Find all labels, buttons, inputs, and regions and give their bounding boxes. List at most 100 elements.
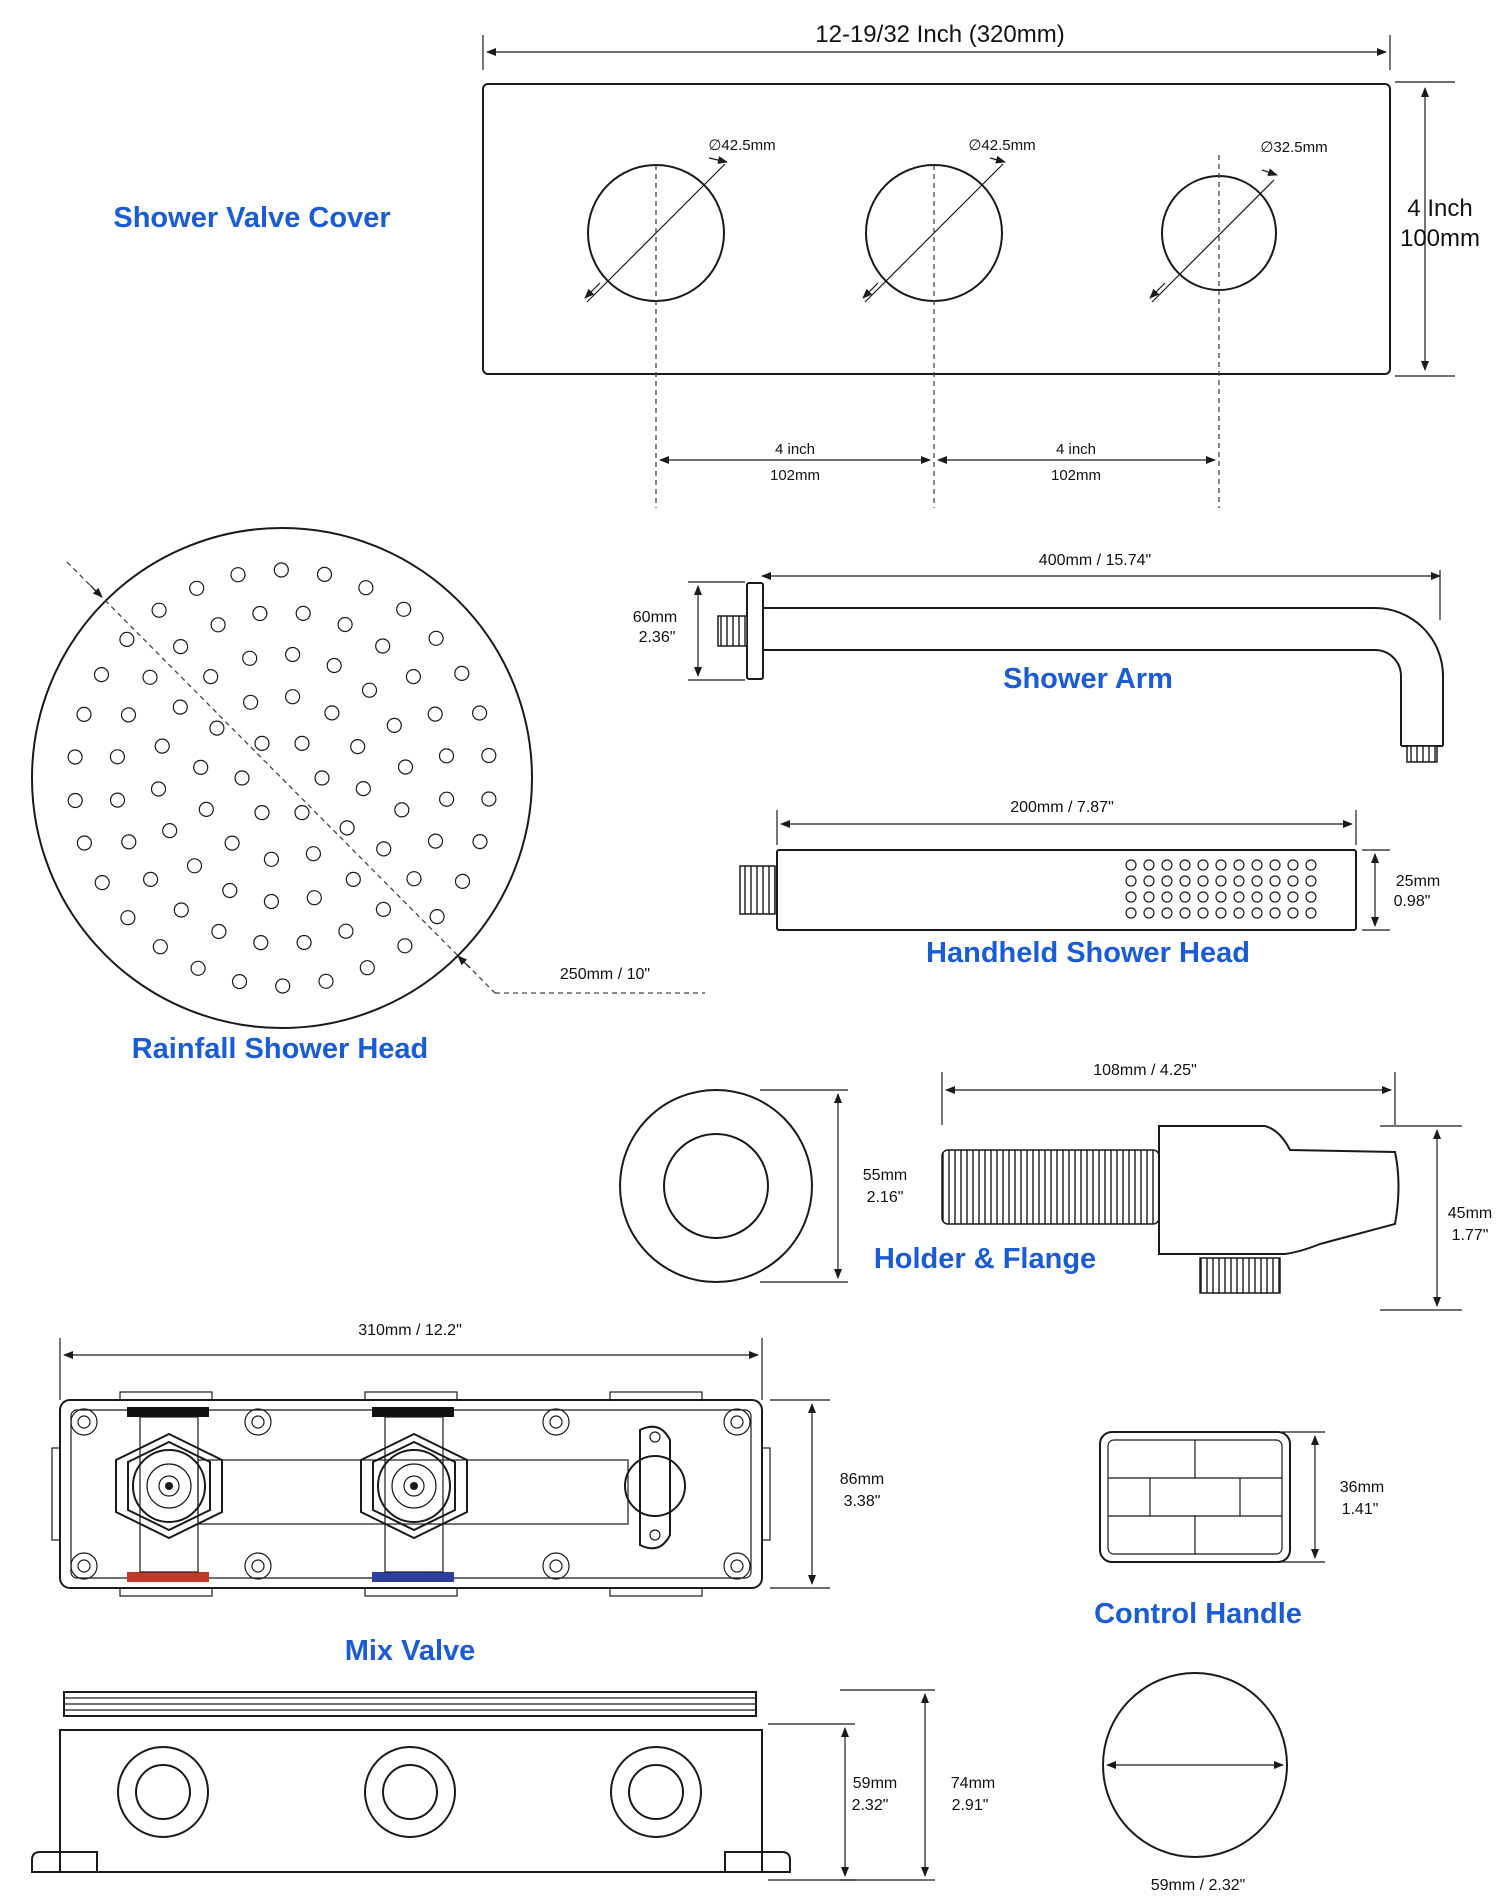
- rainfall-nozzle: [252, 605, 268, 622]
- rainfall-nozzle: [361, 682, 378, 698]
- rainfall-nozzle: [318, 973, 334, 989]
- handheld-nozzle: [1161, 907, 1173, 919]
- rainfall-nozzle: [76, 835, 93, 851]
- arm-length-label: 400mm / 15.74": [1039, 552, 1151, 569]
- rainfall-diameter-label: 250mm / 10": [560, 966, 650, 983]
- handle-height-in: 1.41": [1342, 1501, 1379, 1518]
- handheld-nozzle: [1233, 891, 1245, 903]
- rainfall-nozzle: [454, 873, 471, 890]
- rainfall-nozzle: [189, 580, 205, 596]
- hole-3-diameter: ∅32.5mm: [1260, 139, 1327, 156]
- handheld-nozzle: [1251, 891, 1263, 903]
- rainfall-nozzle: [120, 707, 137, 723]
- handheld-nozzle: [1179, 891, 1191, 903]
- mix-valve-title: Mix Valve: [345, 1635, 476, 1667]
- rainfall-nozzle: [427, 833, 444, 849]
- rainfall-nozzle: [481, 791, 497, 807]
- rainfall-nozzle: [143, 871, 159, 888]
- rainfall-nozzle: [211, 923, 227, 940]
- valve-depth2-mm: 74mm: [951, 1775, 995, 1792]
- handle-side-view: [1099, 1431, 1291, 1563]
- handheld-nozzle: [1215, 859, 1227, 871]
- handheld-nozzle: [1287, 859, 1299, 871]
- rainfall-nozzle: [295, 605, 311, 622]
- handheld-nozzle: [1287, 891, 1299, 903]
- handheld-nozzle: [1161, 875, 1173, 887]
- rainfall-nozzle: [67, 749, 83, 765]
- arm-thread: [717, 615, 748, 647]
- rainfall-nozzle: [337, 616, 353, 633]
- side-port-3: [610, 1746, 702, 1838]
- flange-mm: 55mm: [863, 1167, 907, 1184]
- port-1-black-marker: [127, 1407, 209, 1417]
- rainfall-title: Rainfall Shower Head: [132, 1033, 429, 1065]
- arm-wall-flange: [746, 582, 764, 680]
- holder-length-label: 108mm / 4.25": [1093, 1062, 1197, 1079]
- rainfall-nozzle: [173, 638, 189, 655]
- cover-height-inch: 4 Inch: [1407, 195, 1472, 222]
- handheld-nozzle: [1125, 907, 1137, 919]
- rainfall-nozzle: [397, 759, 414, 775]
- rainfall-nozzle: [305, 846, 321, 862]
- valve-depth2-in: 2.91": [952, 1797, 989, 1814]
- handheld-nozzle: [1125, 859, 1137, 871]
- handheld-nozzle: [1251, 907, 1263, 919]
- side-port-1: [117, 1746, 209, 1838]
- rainfall-nozzle: [359, 960, 375, 976]
- rainfall-nozzle: [339, 820, 355, 836]
- handheld-nozzle: [1305, 891, 1317, 903]
- handle-height-mm: 36mm: [1340, 1479, 1384, 1496]
- rainfall-nozzle: [285, 646, 301, 663]
- rainfall-nozzle: [294, 735, 310, 752]
- handheld-nozzle: [1143, 907, 1155, 919]
- rainfall-nozzle: [438, 748, 455, 764]
- arm-tube-bottom: [763, 649, 1402, 746]
- handheld-nozzle: [1215, 907, 1227, 919]
- handheld-nozzle: [1179, 907, 1191, 919]
- cartridge-1: [115, 1432, 223, 1540]
- valve-cover-title: Shower Valve Cover: [113, 202, 390, 234]
- valve-length-label: 310mm / 12.2": [358, 1322, 462, 1339]
- rainfall-nozzle: [263, 851, 279, 867]
- rainfall-nozzle: [439, 791, 455, 807]
- rainfall-nozzle: [253, 934, 269, 951]
- handheld-nozzle: [1197, 891, 1209, 903]
- rainfall-nozzle: [396, 601, 412, 617]
- spacing-1-inch: 4 inch: [775, 441, 815, 458]
- cover-plate: [482, 83, 1391, 375]
- handheld-nozzles: [1125, 859, 1317, 919]
- handheld-nozzle: [1251, 859, 1263, 871]
- rainfall-disc: [31, 527, 533, 1029]
- control-handle-title: Control Handle: [1094, 1598, 1302, 1630]
- rainfall-nozzle: [190, 960, 206, 976]
- rainfall-nozzle: [93, 666, 110, 683]
- handheld-nozzle: [1305, 875, 1317, 887]
- rainfall-nozzle: [230, 567, 246, 583]
- rainfall-nozzle: [172, 699, 188, 715]
- holder-height-mm: 45mm: [1448, 1205, 1492, 1222]
- rainfall-nozzle: [275, 978, 291, 994]
- rainfall-nozzle: [472, 705, 488, 721]
- rainfall-nozzle: [224, 835, 240, 851]
- handheld-height-mm: 25mm: [1396, 873, 1440, 890]
- rainfall-nozzle: [119, 631, 135, 648]
- flange-outer: [619, 1089, 813, 1283]
- rainfall-nozzle: [242, 650, 258, 666]
- rainfall-nozzle: [152, 939, 168, 955]
- port-2-black-marker: [372, 1407, 454, 1417]
- rainfall-nozzle: [314, 770, 330, 786]
- rainfall-nozzle: [454, 665, 470, 682]
- rainfall-nozzle: [142, 669, 158, 685]
- valve-screw: [723, 1408, 751, 1436]
- rainfall-nozzle: [150, 781, 167, 797]
- rainfall-nozzle: [162, 822, 178, 839]
- rainfall-nozzle: [375, 901, 391, 918]
- rainfall-nozzle: [345, 871, 361, 888]
- valve-screws: [70, 1408, 751, 1580]
- arm-tube-top: [763, 607, 1444, 746]
- handheld-nozzle: [1197, 907, 1209, 919]
- flange-inner: [663, 1133, 769, 1239]
- rainfall-nozzle: [94, 874, 110, 891]
- holder-outlet-thread: [1199, 1257, 1281, 1294]
- handheld-height-in: 0.98": [1394, 893, 1431, 910]
